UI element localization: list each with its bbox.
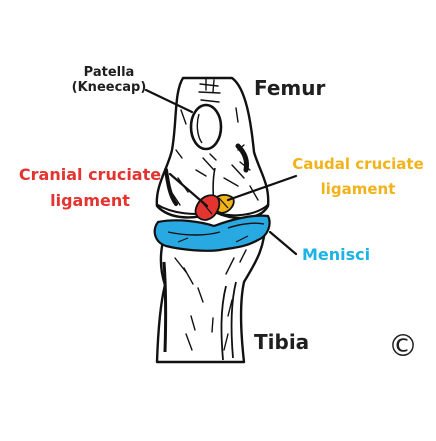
- cranial-label-line2: ligament: [50, 191, 130, 211]
- menisci-shape: [153, 214, 271, 252]
- menisci-leader-line: [268, 230, 298, 256]
- patella-label-line1: Patella: [83, 65, 135, 80]
- caudal-label-line1: Caudal cruciate: [292, 155, 424, 173]
- caudal-label-line2: ligament: [320, 179, 396, 198]
- menisci-label: Menisci: [302, 245, 371, 264]
- femur-label: Femur: [254, 76, 326, 100]
- patella-bone: [189, 103, 223, 151]
- tibia-label: Tibia: [254, 330, 310, 354]
- cranial-cruciate-label: Cranial cruciate ligament: [4, 162, 176, 215]
- copyright-icon: ©: [388, 329, 418, 364]
- cranial-leader-line: [168, 172, 209, 208]
- patella-label-line2: (Kneecap): [71, 79, 147, 95]
- patella-label: Patella (Kneecap): [62, 65, 156, 96]
- patella-leader-line: [144, 88, 194, 114]
- caudal-leader-line: [226, 174, 298, 202]
- caudal-cruciate-label: Caudal cruciate ligament: [286, 152, 430, 202]
- cranial-label-line1: Cranial cruciate: [18, 165, 162, 184]
- leader-lines: [144, 88, 298, 256]
